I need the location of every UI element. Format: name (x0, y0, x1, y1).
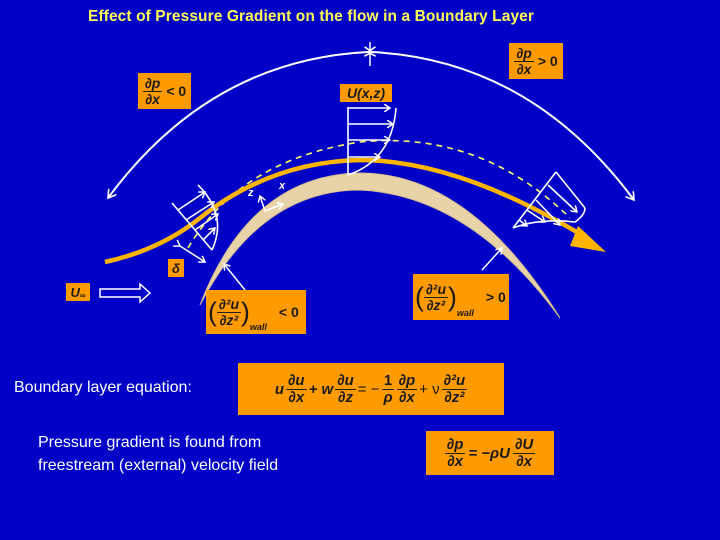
adverse-curvature-pointer (481, 248, 502, 271)
freestream-label: U∞ (66, 283, 90, 301)
curved-wall (199, 172, 561, 319)
top-velocity-profile (347, 107, 397, 176)
slide-title: Effect of Pressure Gradient on the flow … (88, 8, 535, 25)
velocity-profile-label: U(x,z) (340, 84, 392, 102)
adverse-region-arc (372, 52, 634, 200)
favorable-curvature-box: ( ∂²u∂z² ) wall < 0 (206, 290, 306, 334)
favorable-curvature-pointer (224, 264, 246, 291)
pressure-note-line2: freestream (external) velocity field (38, 457, 279, 474)
thickness-arrow (180, 246, 205, 262)
pressure-gradient-equation-box: ∂p∂x = −ρU ∂U∂x (426, 431, 554, 475)
boundary-layer-equation-label: Boundary layer equation: (14, 379, 192, 396)
adverse-curvature-box: ( ∂²u∂z² ) wall > 0 (413, 274, 509, 320)
x-axis-label: x (279, 180, 286, 192)
x-axis-arrow (264, 204, 283, 212)
freestream-arrow (99, 282, 152, 304)
z-axis-arrow (260, 196, 266, 212)
pressure-note-line1: Pressure gradient is found from (38, 434, 262, 451)
thickness-label: δ (168, 259, 184, 277)
right-velocity-profile (512, 171, 586, 229)
boundary-layer-edge (187, 139, 571, 249)
streamline (104, 157, 592, 265)
adverse-gradient-box: ∂p∂x > 0 (509, 43, 563, 79)
z-axis-label: z (248, 187, 254, 199)
streamline-arrowhead (570, 226, 606, 252)
favorable-region-arc (108, 52, 368, 198)
left-velocity-profile (171, 184, 218, 251)
favorable-gradient-box: ∂p∂x < 0 (138, 73, 191, 109)
